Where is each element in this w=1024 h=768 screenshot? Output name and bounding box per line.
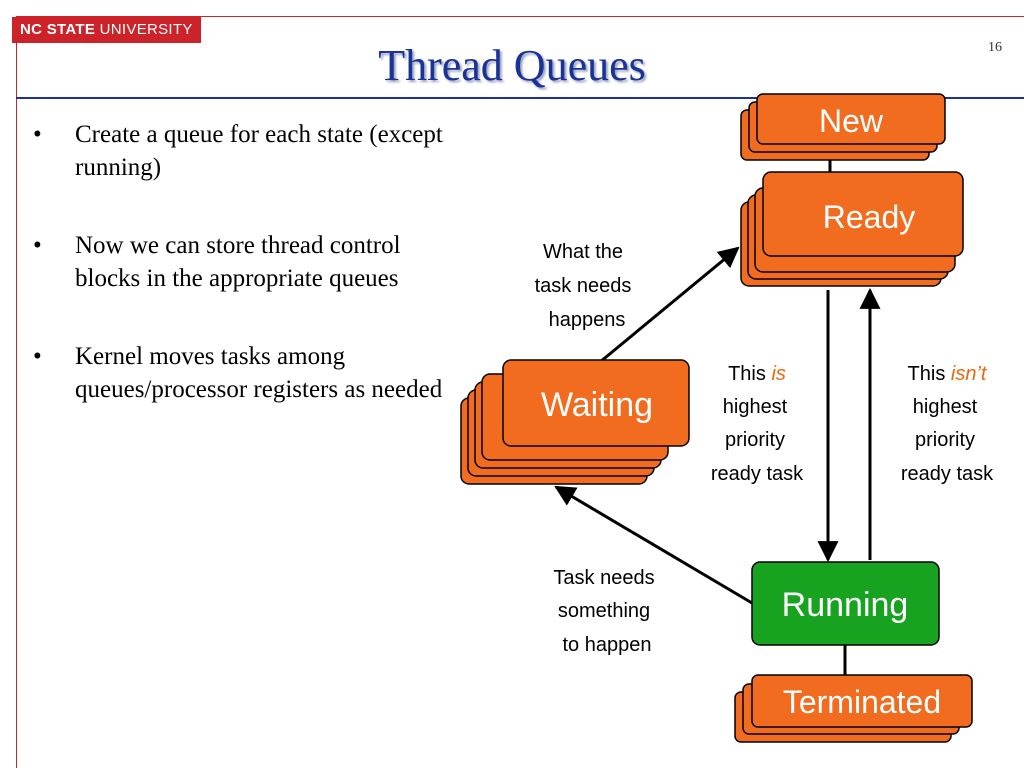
note-line: priority (915, 429, 975, 451)
note-line: This isn’t (908, 363, 988, 385)
page-number: 16 (988, 40, 1002, 55)
bullet-text: Now we can store thread control blocks i… (75, 232, 401, 292)
terminated-queue: Terminated (734, 674, 973, 743)
bullet-text: Kernel moves tasks among queues/processo… (75, 343, 443, 403)
note-accent-word: isn’t (951, 363, 988, 385)
bullet-item: • Now we can store thread control blocks … (30, 229, 470, 295)
new-label: New (819, 103, 884, 139)
university-logo: NC STATE UNIVERSITY (12, 17, 201, 43)
ready-queue: Ready (740, 171, 964, 287)
note-line: highest (913, 396, 978, 418)
note-line: something (558, 600, 650, 622)
bullet-dot: • (33, 121, 42, 148)
what-happens-note: What the task needs happens (535, 241, 632, 331)
queue-card (762, 171, 964, 257)
bullet-list: • Create a queue for each state (except r… (30, 118, 470, 451)
note-prefix: This (728, 363, 771, 385)
running-label: Running (782, 586, 909, 624)
note-line: happens (549, 309, 626, 331)
title-divider (16, 97, 1024, 99)
waiting-queue: Waiting (460, 359, 690, 485)
new-queue: New (740, 93, 946, 161)
running-to-waiting-arrow (554, 485, 753, 605)
running-box (751, 561, 940, 646)
queue-card (502, 359, 690, 447)
note-line: task needs (535, 275, 632, 297)
bullet-item: • Create a queue for each state (except r… (30, 118, 470, 184)
note-accent-word: is (771, 363, 785, 385)
waiting-to-ready-arrow (599, 246, 740, 364)
note-line: ready task (901, 463, 994, 485)
slide-frame (16, 16, 1024, 768)
bullet-dot: • (33, 343, 42, 370)
running-state: Running (751, 561, 940, 646)
note-line: Task needs (553, 567, 654, 589)
waiting-label: Waiting (541, 386, 653, 424)
note-line: This is (728, 363, 786, 385)
bullet-item: • Kernel moves tasks among queues/process… (30, 340, 470, 406)
note-line: ready task (711, 463, 804, 485)
ready-label: Ready (823, 199, 916, 235)
slide-title: Thread Queues (378, 41, 646, 90)
task-needs-note: Task needs something to happen (553, 567, 654, 656)
queue-card (756, 93, 946, 145)
bullet-text: Create a queue for each state (except ru… (75, 121, 443, 181)
queue-card (751, 674, 973, 728)
note-line: priority (725, 429, 785, 451)
note-line: to happen (563, 634, 652, 656)
note-line: highest (723, 396, 788, 418)
is-highest-priority-note: This is highest priority ready task (711, 363, 804, 485)
terminated-label: Terminated (783, 684, 941, 720)
note-line: What the (543, 241, 623, 263)
isnt-highest-priority-note: This isn’t highest priority ready task (901, 363, 994, 485)
bullet-dot: • (33, 232, 42, 259)
note-prefix: This (908, 363, 951, 385)
